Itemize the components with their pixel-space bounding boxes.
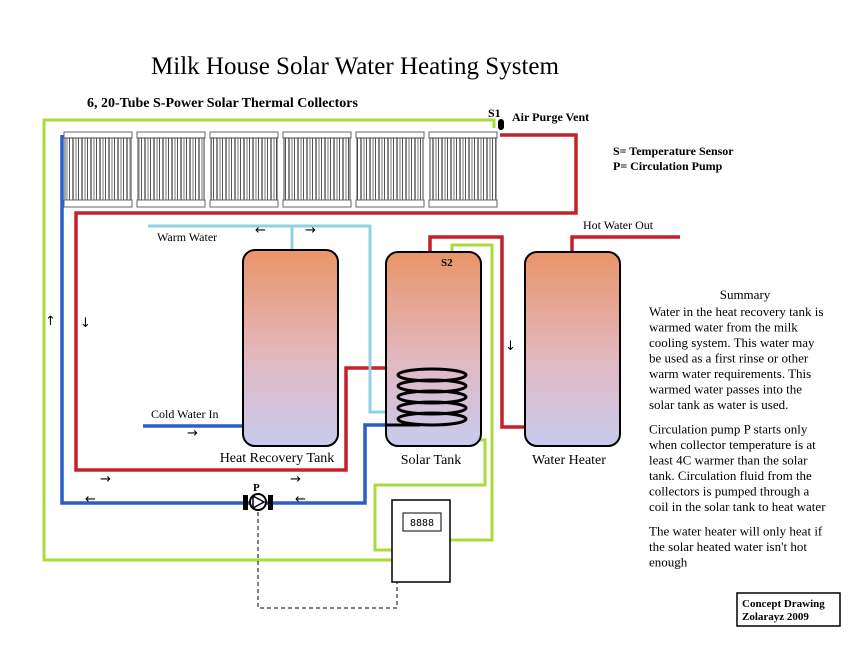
credit-box <box>736 592 841 627</box>
svg-text:←: ← <box>255 223 266 238</box>
summary-line: cooling system. This water may <box>649 335 815 350</box>
tank-label-heat-recovery: Heat Recovery Tank <box>220 451 335 466</box>
tank-label-solar: Solar Tank <box>401 453 462 468</box>
collector-panel <box>428 131 498 208</box>
summary-line: the solar heated water isn't hot <box>649 539 807 554</box>
hot-water-out-label: Hot Water Out <box>583 218 654 232</box>
summary-line: The water heater will only heat if <box>649 524 823 539</box>
svg-text:→: → <box>305 223 316 238</box>
air-purge-vent-icon <box>498 119 504 130</box>
warm-water-label: Warm Water <box>157 230 217 244</box>
summary-line: collectors is pumped through a <box>649 484 810 499</box>
svg-text:→: → <box>187 426 198 441</box>
svg-text:→: → <box>100 472 111 487</box>
svg-text:←: ← <box>295 492 306 507</box>
summary-line: Water in the heat recovery tank is <box>649 304 823 319</box>
svg-text:←: ← <box>85 492 96 507</box>
solar-tank <box>385 251 482 447</box>
summary-line: warm water requirements. This <box>649 366 811 381</box>
summary-line: warmed water from the milk <box>649 320 798 335</box>
summary-line: tank. Circulation fluid from the <box>649 468 812 483</box>
summary-line: be used as a first rinse or other <box>649 351 809 366</box>
pump-control-wire <box>257 512 398 609</box>
collectors-subtitle: 6, 20-Tube S-Power Solar Thermal Collect… <box>87 96 358 111</box>
collector-panel <box>355 131 425 208</box>
legend-pump: P= Circulation Pump <box>613 159 723 173</box>
summary-line: least 4C warmer than the solar <box>649 453 808 468</box>
svg-text:↓: ↓ <box>505 339 516 354</box>
controller-display <box>402 512 442 532</box>
summary-line: coil in the solar tank to heat water <box>649 499 826 514</box>
svg-text:↑: ↑ <box>45 314 56 329</box>
water-heater-tank <box>524 251 621 447</box>
differential-controller <box>391 499 451 583</box>
summary-line: warmed water passes into the <box>649 382 802 397</box>
controller-display-text: 8888 <box>410 518 434 529</box>
collector-panel <box>282 131 352 208</box>
flow-arrows: ← → → → → ← ← ↑ ↓ ↓ <box>45 223 516 507</box>
summary-text: Water in the heat recovery tank iswarmed… <box>649 304 826 570</box>
summary-line: solar tank as water is used. <box>649 397 788 412</box>
collector-panel <box>136 131 206 208</box>
warm-pipes <box>148 224 386 414</box>
credit-line1: Concept Drawing <box>742 598 825 610</box>
cold-water-in-label: Cold Water In <box>151 407 218 421</box>
legend-sensor: S= Temperature Sensor <box>613 144 734 158</box>
control-wiring <box>42 118 496 562</box>
svg-text:↓: ↓ <box>80 316 91 331</box>
summary-line: enough <box>649 555 688 570</box>
solar-collectors <box>63 131 498 208</box>
circulation-pump-icon <box>243 493 273 511</box>
sensor-s1-label: S1 <box>488 106 501 120</box>
summary-line: when collector temperature is at <box>649 437 816 452</box>
collector-panel <box>63 131 133 208</box>
sensor-s2-label: S2 <box>441 257 453 269</box>
collector-panel <box>209 131 279 208</box>
air-purge-vent-label: Air Purge Vent <box>512 110 589 124</box>
heat-recovery-tank <box>242 249 339 447</box>
summary-heading: Summary <box>720 287 771 302</box>
tank-label-water-heater: Water Heater <box>532 453 606 468</box>
credit-line2: Zolarayz 2009 <box>742 611 809 623</box>
svg-text:→: → <box>290 472 301 487</box>
summary-line: Circulation pump P starts only <box>649 422 808 437</box>
pump-label: P <box>253 482 260 494</box>
cold-pipes <box>60 135 398 505</box>
heat-exchanger-coil <box>386 367 468 427</box>
hot-pipes <box>74 133 680 472</box>
page-title: Milk House Solar Water Heating System <box>151 53 559 80</box>
